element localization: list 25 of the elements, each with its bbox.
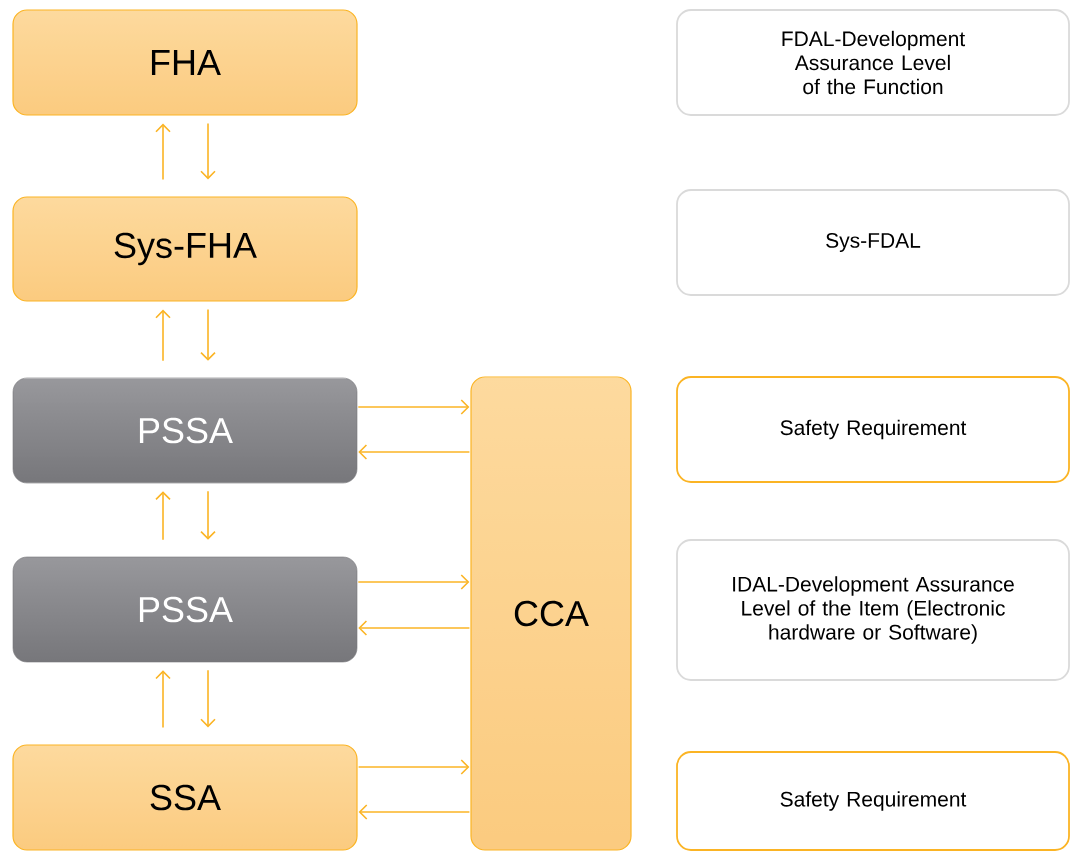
arrow — [200, 122, 216, 180]
result-box: Sys-FDAL — [676, 189, 1070, 296]
result-box: FDAL-Development Assurance Level of the Function — [676, 9, 1070, 116]
process-box: CCA — [470, 376, 632, 851]
arrow — [358, 620, 471, 636]
arrow — [200, 308, 216, 361]
arrow — [155, 491, 171, 541]
process-box: SSA — [12, 744, 358, 851]
arrow — [358, 804, 471, 820]
result-box: Safety Requirement — [676, 376, 1070, 483]
arrow — [357, 759, 470, 775]
arrow — [357, 399, 470, 415]
arrow — [357, 574, 470, 590]
process-box: PSSA — [12, 377, 358, 484]
result-box: Safety Requirement — [676, 751, 1070, 851]
process-box: PSSA — [12, 556, 358, 663]
process-box: Sys-FHA — [12, 196, 358, 302]
arrow — [155, 123, 171, 181]
arrow — [200, 669, 216, 728]
result-box: IDAL-Development Assurance Level of the Item (Electronic hardware or Software) — [676, 539, 1070, 681]
process-box: FHA — [12, 9, 358, 116]
arrow — [358, 444, 471, 460]
arrow — [155, 670, 171, 729]
arrow — [155, 309, 171, 362]
arrow — [200, 490, 216, 540]
